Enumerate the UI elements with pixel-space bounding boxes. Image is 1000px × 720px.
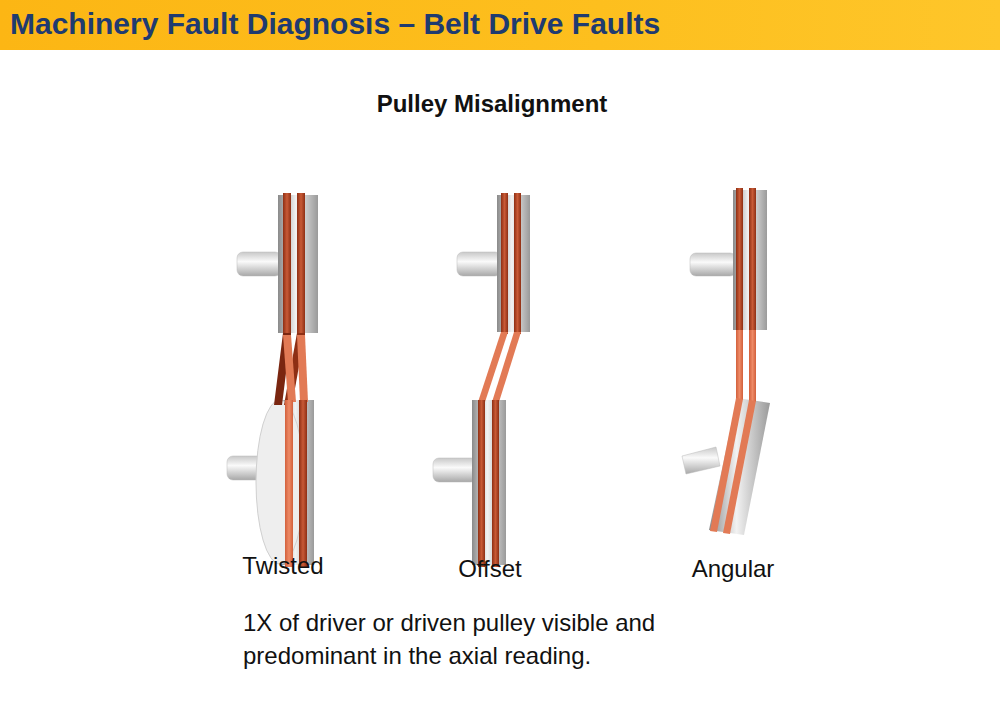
- drive-label: Twisted: [242, 552, 323, 580]
- drive-label: Angular: [692, 555, 775, 583]
- header-title: Machinery Fault Diagnosis – Belt Drive F…: [10, 7, 660, 41]
- drive-label: Offset: [458, 555, 522, 583]
- section-heading: Pulley Misalignment: [377, 90, 608, 118]
- angular-drive: [682, 188, 770, 535]
- offset-drive: [433, 193, 530, 567]
- twisted-drive: [227, 193, 318, 567]
- caption-text: 1X of driver or driven pulley visible an…: [243, 606, 783, 672]
